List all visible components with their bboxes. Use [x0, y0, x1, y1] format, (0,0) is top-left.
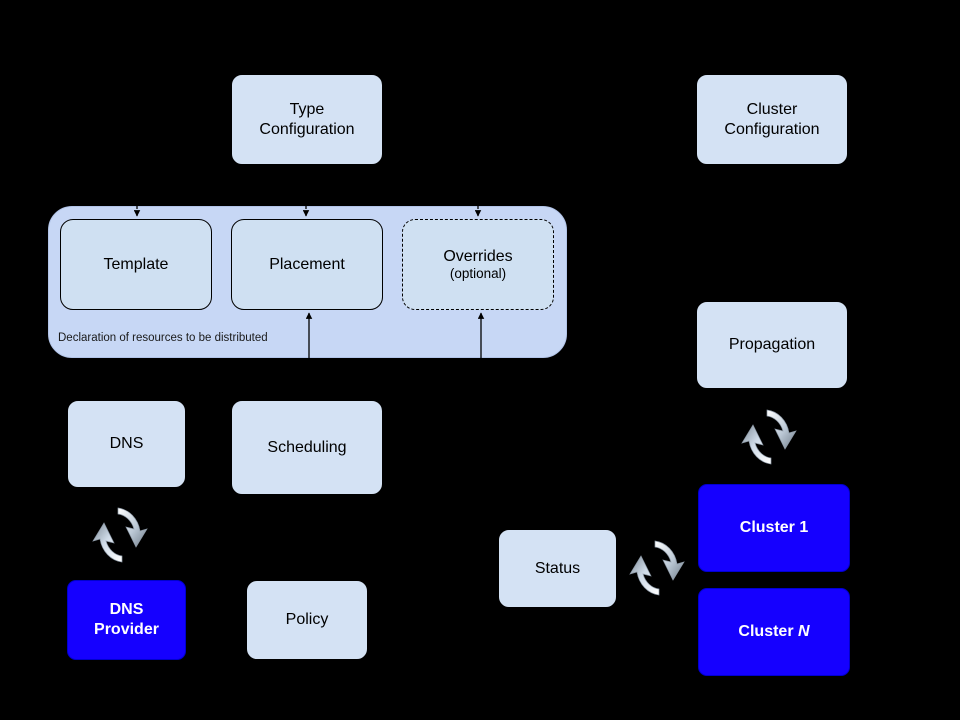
node-cluster-1[interactable]: Cluster 1 — [698, 484, 850, 572]
dns-provider-line1: DNS — [109, 601, 144, 619]
policy-label: Policy — [285, 611, 329, 629]
node-type-configuration[interactable]: Type Configuration — [231, 74, 383, 165]
sync-arrows-icon-propagation — [741, 409, 797, 465]
type-configuration-line1: Type — [289, 100, 325, 118]
dns-label: DNS — [109, 435, 144, 453]
cluster-n-prefix: Cluster — [738, 623, 798, 641]
node-dns[interactable]: DNS — [67, 400, 186, 488]
node-propagation[interactable]: Propagation — [696, 301, 848, 389]
cluster-n-suffix: N — [798, 623, 810, 641]
status-label: Status — [534, 559, 581, 577]
sync-arrows-icon-dns — [92, 507, 148, 563]
scheduling-label: Scheduling — [267, 438, 347, 456]
sync-arrows-icon-status — [629, 540, 685, 596]
node-dns-provider[interactable]: DNS Provider — [67, 580, 186, 660]
cluster-1-label: Cluster 1 — [739, 519, 809, 537]
cluster-configuration-line2: Configuration — [724, 120, 820, 138]
node-policy[interactable]: Policy — [246, 580, 368, 660]
propagation-label: Propagation — [728, 336, 816, 354]
type-configuration-line2: Configuration — [259, 120, 355, 138]
node-scheduling[interactable]: Scheduling — [231, 400, 383, 495]
cluster-configuration-line1: Cluster — [746, 100, 798, 118]
node-cluster-configuration[interactable]: Cluster Configuration — [696, 74, 848, 165]
node-status[interactable]: Status — [498, 529, 617, 608]
group-caption: Declaration of resources to be distribut… — [58, 332, 268, 344]
node-cluster-n[interactable]: Cluster N — [698, 588, 850, 676]
dns-provider-line2: Provider — [94, 621, 159, 638]
